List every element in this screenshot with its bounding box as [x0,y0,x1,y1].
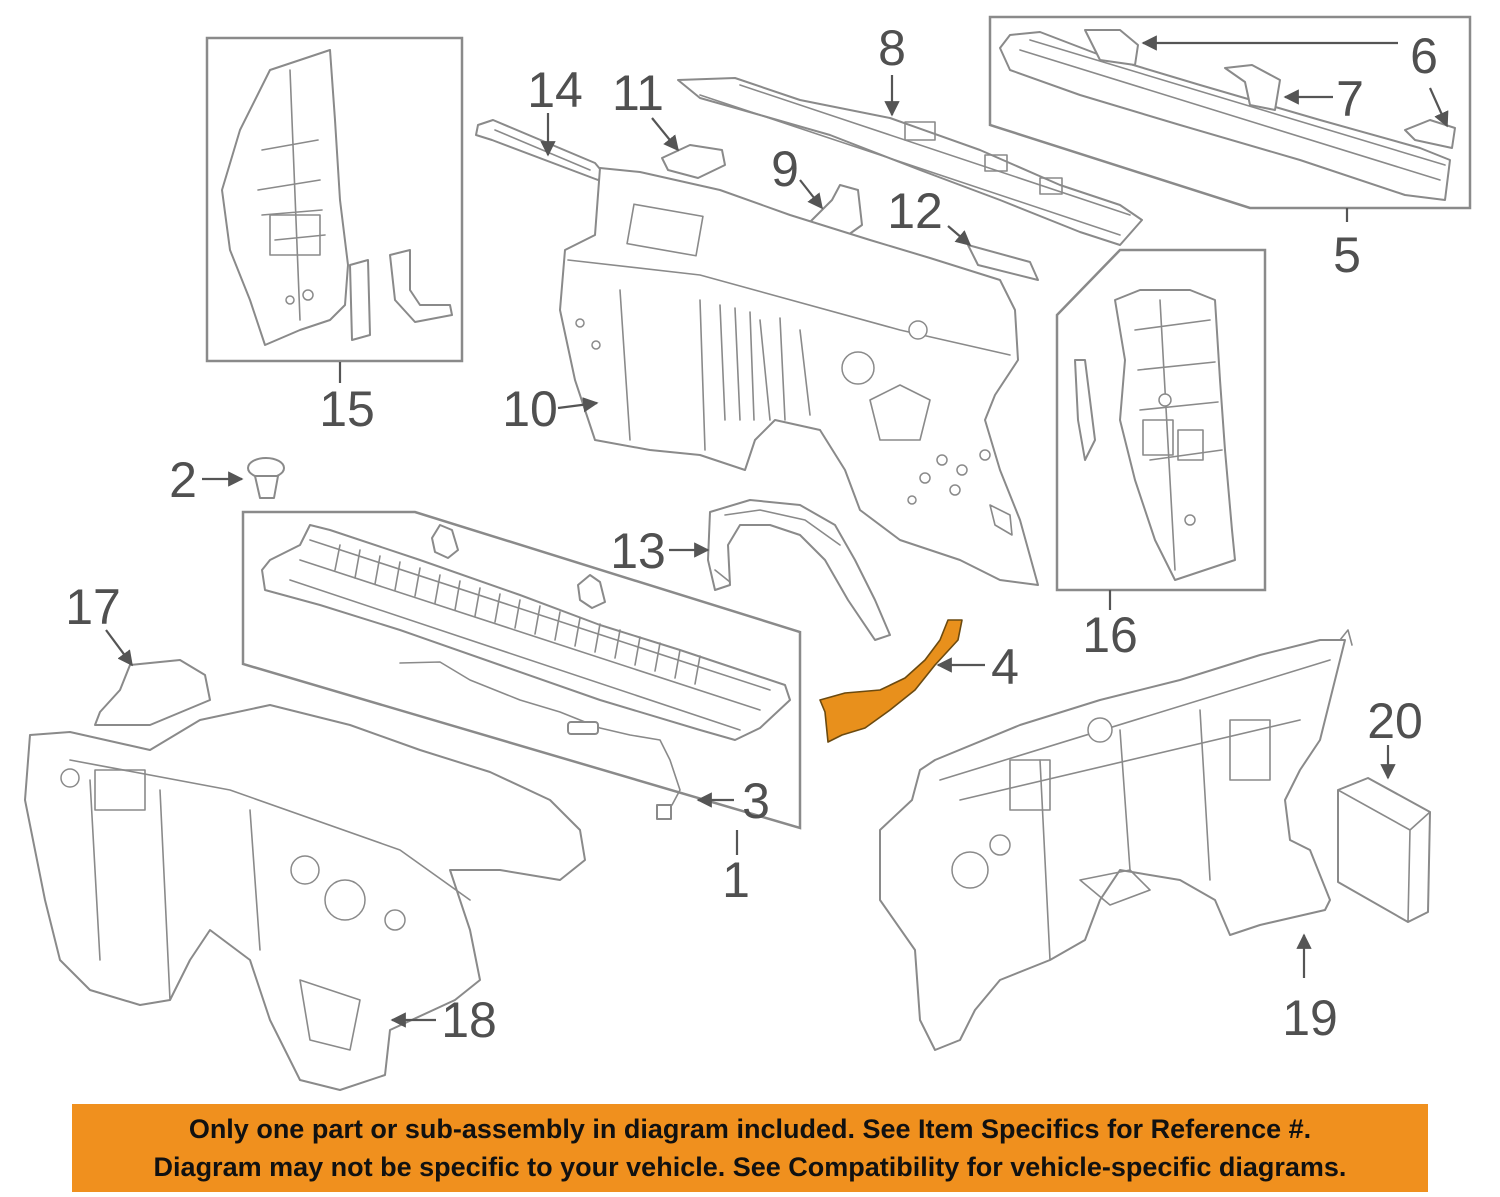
group-box-1 [241,510,802,830]
part-15-pillar [221,49,453,346]
callout-17: 17 [65,579,121,635]
leader-lines [105,35,1449,1028]
part-17-bracket [94,659,211,726]
callout-8: 8 [878,20,906,76]
callout-7: 7 [1336,71,1364,127]
part-4-highlighted-bracket [819,619,963,743]
part-11-bracket [661,144,726,179]
part-5-crossmember [999,29,1456,201]
callout-9: 9 [771,141,799,197]
callout-15: 15 [319,381,375,437]
part-6-bracket-a [1084,29,1139,66]
group-box-5 [988,15,1472,210]
callout-2: 2 [169,452,197,508]
part-1-cowl-panel [261,524,791,820]
callout-3: 3 [742,773,770,829]
part-3-harness [399,661,681,813]
disclaimer-line-2: Diagram may not be specific to your vehi… [153,1152,1347,1182]
callout-labels: 1 2 3 4 5 6 7 8 9 10 11 12 13 14 15 16 1… [65,20,1438,1048]
part-6-bracket-b [1404,119,1456,149]
group-box-16 [1055,248,1267,592]
callout-11: 11 [612,65,664,121]
part-12-plate [967,244,1039,281]
callout-1: 1 [722,852,750,908]
part-7-bracket [1224,64,1281,111]
disclaimer-banner: Only one part or sub-assembly in diagram… [72,1104,1428,1192]
callout-14: 14 [527,62,583,118]
callout-18: 18 [441,992,497,1048]
part-8-bar [677,77,1143,246]
callout-13: 13 [610,523,666,579]
callout-5: 5 [1333,227,1361,283]
part-18-dash-panel [24,704,586,1091]
callout-19: 19 [1282,990,1338,1046]
part-16-pillar [1074,289,1236,581]
callout-16: 16 [1082,607,1138,663]
group-box-15 [205,36,464,363]
disclaimer-line-1: Only one part or sub-assembly in diagram… [188,1114,1312,1144]
part-19-insulator [879,629,1353,1051]
callout-12: 12 [887,183,943,239]
callout-6: 6 [1410,28,1438,84]
callout-4: 4 [991,639,1019,695]
part-14-strip [475,119,606,181]
part-10-dash-panel [559,167,1039,586]
part-2-clip [247,457,285,499]
part-13-liner [707,499,891,641]
part-20-pad [1337,777,1431,923]
callout-10: 10 [502,381,558,437]
callout-20: 20 [1367,693,1423,749]
